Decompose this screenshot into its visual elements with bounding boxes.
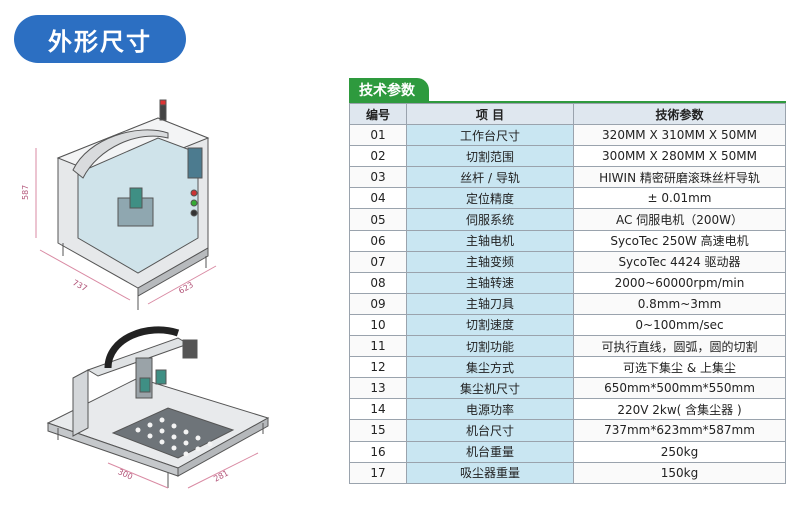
row-no: 05 bbox=[349, 208, 407, 231]
row-no: 01 bbox=[349, 124, 407, 147]
row-value: 0~100mm/sec bbox=[573, 313, 786, 337]
row-no: 16 bbox=[349, 440, 407, 463]
row-no: 17 bbox=[349, 461, 407, 484]
row-item: 集尘机尺寸 bbox=[406, 377, 574, 400]
row-value: ± 0.01mm bbox=[573, 187, 786, 210]
stroke-x-label: 300 bbox=[116, 467, 134, 481]
spec-tab: 技术参数 bbox=[349, 78, 429, 102]
row-item: 主轴转速 bbox=[406, 271, 574, 294]
row-value: 2000~60000rpm/min bbox=[573, 271, 786, 294]
row-item: 切割功能 bbox=[406, 335, 574, 358]
row-value: 250kg bbox=[573, 440, 786, 463]
gantry-machine bbox=[46, 326, 270, 488]
row-no: 09 bbox=[349, 292, 407, 315]
row-value: 300MM X 280MM X 50MM bbox=[573, 145, 786, 168]
row-item: 切割范围 bbox=[406, 145, 574, 168]
row-item: 丝杆 / 导轨 bbox=[406, 166, 574, 189]
row-value: SycoTec 4424 驱动器 bbox=[573, 250, 786, 273]
row-value: 737mm*623mm*587mm bbox=[573, 419, 786, 442]
row-value: SycoTec 250W 高速电机 bbox=[573, 229, 786, 252]
row-no: 14 bbox=[349, 398, 407, 421]
row-item: 机台尺寸 bbox=[406, 419, 574, 442]
stroke-dimension-lines bbox=[107, 452, 259, 489]
row-no: 12 bbox=[349, 356, 407, 379]
row-item: 机台重量 bbox=[406, 440, 574, 463]
row-no: 10 bbox=[349, 313, 407, 337]
row-item: 切割速度 bbox=[406, 313, 574, 337]
row-item: 主轴刀具 bbox=[406, 292, 574, 315]
row-value: 0.8mm~3mm bbox=[573, 292, 786, 315]
header-value: 技術参数 bbox=[573, 102, 786, 126]
row-no: 02 bbox=[349, 145, 407, 168]
row-value: 650mm*500mm*550mm bbox=[573, 377, 786, 400]
row-no: 15 bbox=[349, 419, 407, 442]
row-item: 集尘方式 bbox=[406, 356, 574, 379]
row-item: 定位精度 bbox=[406, 187, 574, 210]
row-value: AC 伺服电机（200W） bbox=[573, 208, 786, 231]
row-no: 06 bbox=[349, 229, 407, 252]
row-no: 11 bbox=[349, 335, 407, 358]
header-item: 项 目 bbox=[406, 102, 574, 126]
dimension-lines bbox=[35, 148, 217, 305]
machine-drawings: 587 737 623 bbox=[18, 78, 318, 518]
depth-dimension-label: 737 bbox=[71, 278, 89, 293]
row-value: HIWIN 精密研磨滚珠丝杆导轨 bbox=[573, 166, 786, 189]
row-no: 04 bbox=[349, 187, 407, 210]
section-title: 外形尺寸 bbox=[14, 15, 186, 63]
stroke-y-label: 281 bbox=[212, 469, 230, 484]
spec-tab-underline bbox=[349, 101, 786, 103]
row-no: 07 bbox=[349, 250, 407, 273]
row-no: 13 bbox=[349, 377, 407, 400]
table-header-row: 编号 项 目 技術参数 bbox=[349, 102, 786, 126]
row-item: 吸尘器重量 bbox=[406, 461, 574, 484]
row-value: 可执行直线，圆弧，圆的切割 bbox=[573, 335, 786, 358]
width-dimension-label: 623 bbox=[177, 280, 195, 295]
row-item: 工作台尺寸 bbox=[406, 124, 574, 147]
row-value: 可选下集尘 & 上集尘 bbox=[573, 356, 786, 379]
row-no: 08 bbox=[349, 271, 407, 294]
row-item: 主轴电机 bbox=[406, 229, 574, 252]
row-no: 03 bbox=[349, 166, 407, 189]
row-value: 320MM X 310MM X 50MM bbox=[573, 124, 786, 147]
row-item: 伺服系统 bbox=[406, 208, 574, 231]
height-dimension-label: 587 bbox=[21, 185, 30, 200]
row-value: 220V 2kw( 含集尘器 ) bbox=[573, 398, 786, 421]
row-item: 主轴变频 bbox=[406, 250, 574, 273]
header-no: 编号 bbox=[349, 102, 407, 126]
row-item: 电源功率 bbox=[406, 398, 574, 421]
row-value: 150kg bbox=[573, 461, 786, 484]
machine-illustration: 587 737 623 bbox=[21, 99, 270, 489]
enclosed-machine bbox=[56, 99, 210, 310]
